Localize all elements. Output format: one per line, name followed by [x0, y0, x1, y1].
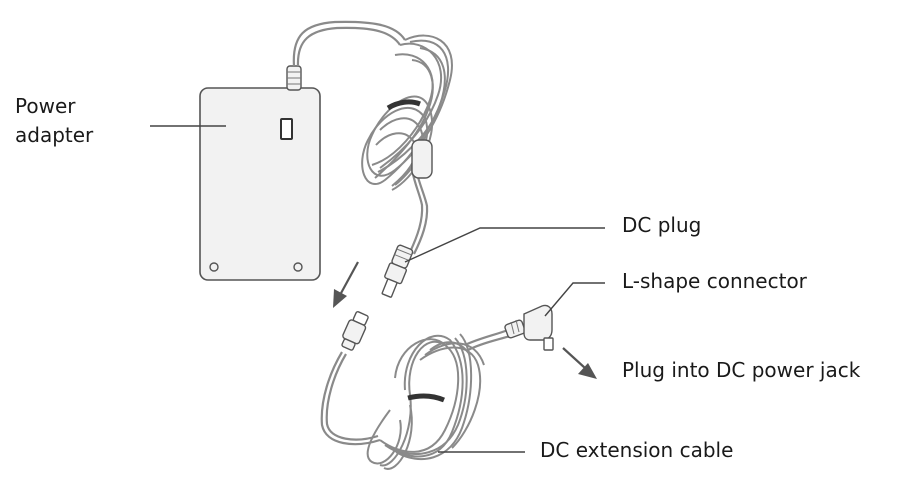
connect-arrow — [333, 261, 359, 308]
dc-plug — [381, 244, 414, 298]
ferrite-bead — [411, 139, 433, 179]
plug-into-jack-label: Plug into DC power jack — [622, 358, 861, 382]
l-connector-cable — [464, 328, 511, 351]
l-shape-connector — [504, 304, 554, 351]
upper-cable-coil — [361, 34, 453, 191]
dc-plug-cable — [409, 169, 429, 255]
power-adapter-label-line2: adapter — [15, 123, 94, 147]
extension-cable — [320, 351, 381, 446]
power-adapter-label-line1: Power — [15, 94, 76, 118]
l-shape-connector-label: L-shape connector — [622, 269, 807, 293]
upper-coil-band — [386, 99, 421, 111]
leader-l-shape-connector — [544, 282, 605, 317]
adapter-cable — [292, 20, 406, 67]
leader-lines — [150, 125, 605, 453]
power-adapter — [199, 65, 321, 281]
dc-extension-cable-label: DC extension cable — [540, 438, 734, 462]
leader-dc-plug — [404, 227, 605, 263]
lower-coil-band — [407, 393, 445, 403]
jack-arrow — [562, 347, 597, 379]
extension-socket — [341, 311, 369, 351]
dc-plug-label: DC plug — [622, 213, 702, 237]
lower-cable-coil — [366, 333, 485, 470]
